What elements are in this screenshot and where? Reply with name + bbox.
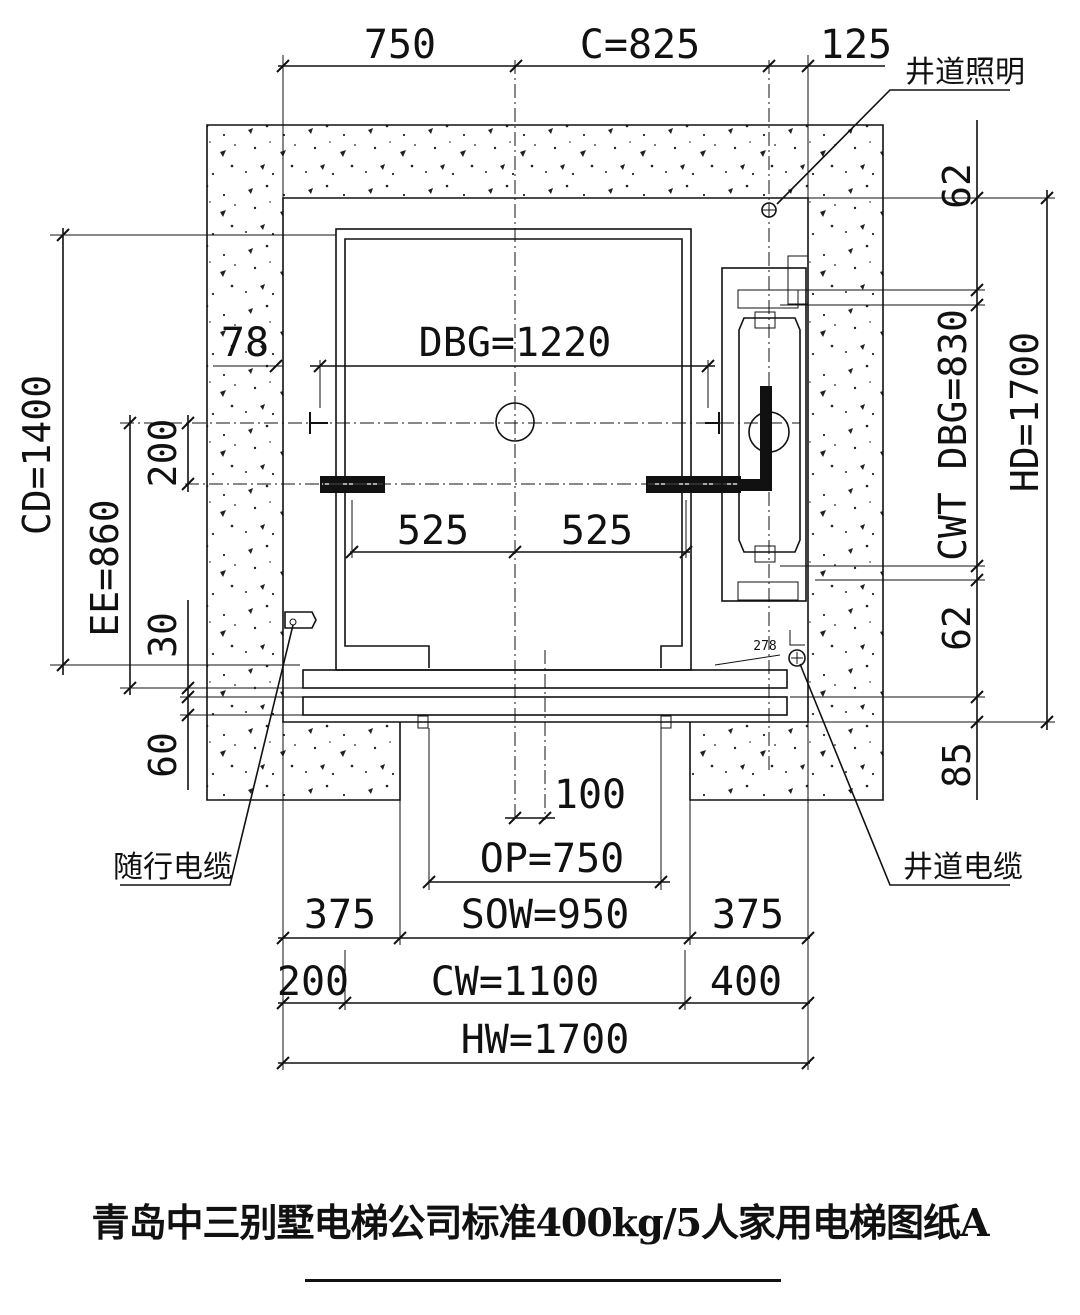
dim-200-left: 200 — [141, 419, 185, 488]
tick-marks — [56, 59, 1054, 1070]
elevator-plan-drawing: 750 C=825 125 DBG=1220 78 525 525 100 OP… — [15, 22, 1055, 1070]
car-outline-inner — [344, 238, 683, 668]
dim-30: 30 — [141, 612, 185, 658]
caption-underline — [305, 1279, 781, 1282]
dim-78: 78 — [221, 320, 269, 366]
dim-sow-950: SOW=950 — [461, 892, 630, 938]
dim-62-top: 62 — [935, 163, 979, 209]
label-shaft-lighting: 井道照明 — [905, 55, 1025, 90]
landing-sill — [302, 696, 788, 716]
dim-hd-1700: HD=1700 — [1003, 332, 1047, 492]
dimension-lines — [50, 55, 1055, 1070]
label-travel-cable: 随行电缆 — [113, 850, 233, 885]
dim-525-left: 525 — [397, 508, 469, 554]
dim-dbg-1220: DBG=1220 — [419, 320, 612, 366]
dim-ee-860: EE=860 — [83, 499, 127, 636]
dim-hw-1700: HW=1700 — [461, 1017, 630, 1063]
dim-cwt-dbg-830: CWT DBG=830 — [931, 309, 975, 561]
label-shaft-cable: 井道电缆 — [903, 850, 1023, 885]
dim-c-825: C=825 — [580, 22, 700, 68]
dim-750-top: 750 — [364, 22, 436, 68]
dim-125: 125 — [820, 22, 892, 68]
door-pocket-right — [660, 715, 672, 729]
travel-cable-box — [284, 611, 317, 629]
drawing-caption: 青岛中三别墅电梯公司标准400kg/5人家用电梯图纸A — [91, 1200, 989, 1245]
dim-375-right: 375 — [712, 892, 784, 938]
shaft-cable-box — [788, 649, 806, 667]
dim-200-bottom: 200 — [277, 959, 349, 1005]
dim-525-right: 525 — [561, 508, 633, 554]
shaft-wall — [206, 124, 884, 801]
counterweight-assembly — [721, 255, 809, 602]
dim-op-750: OP=750 — [480, 836, 625, 882]
dim-400: 400 — [710, 959, 782, 1005]
dim-62-bottom: 62 — [935, 605, 979, 651]
dim-375-left: 375 — [304, 892, 376, 938]
dim-cw-1100: CW=1100 — [431, 959, 600, 1005]
dim-100: 100 — [554, 772, 626, 818]
door-pocket-left — [417, 715, 429, 729]
dim-60: 60 — [141, 732, 185, 778]
car-outline-outer — [335, 228, 692, 671]
leader-lines — [120, 89, 1010, 886]
center-lines — [120, 60, 800, 820]
dim-cd-1400: CD=1400 — [15, 375, 59, 535]
dim-278: 278 — [753, 639, 776, 654]
dim-85: 85 — [935, 742, 979, 788]
rail-bracket-right — [740, 386, 772, 491]
